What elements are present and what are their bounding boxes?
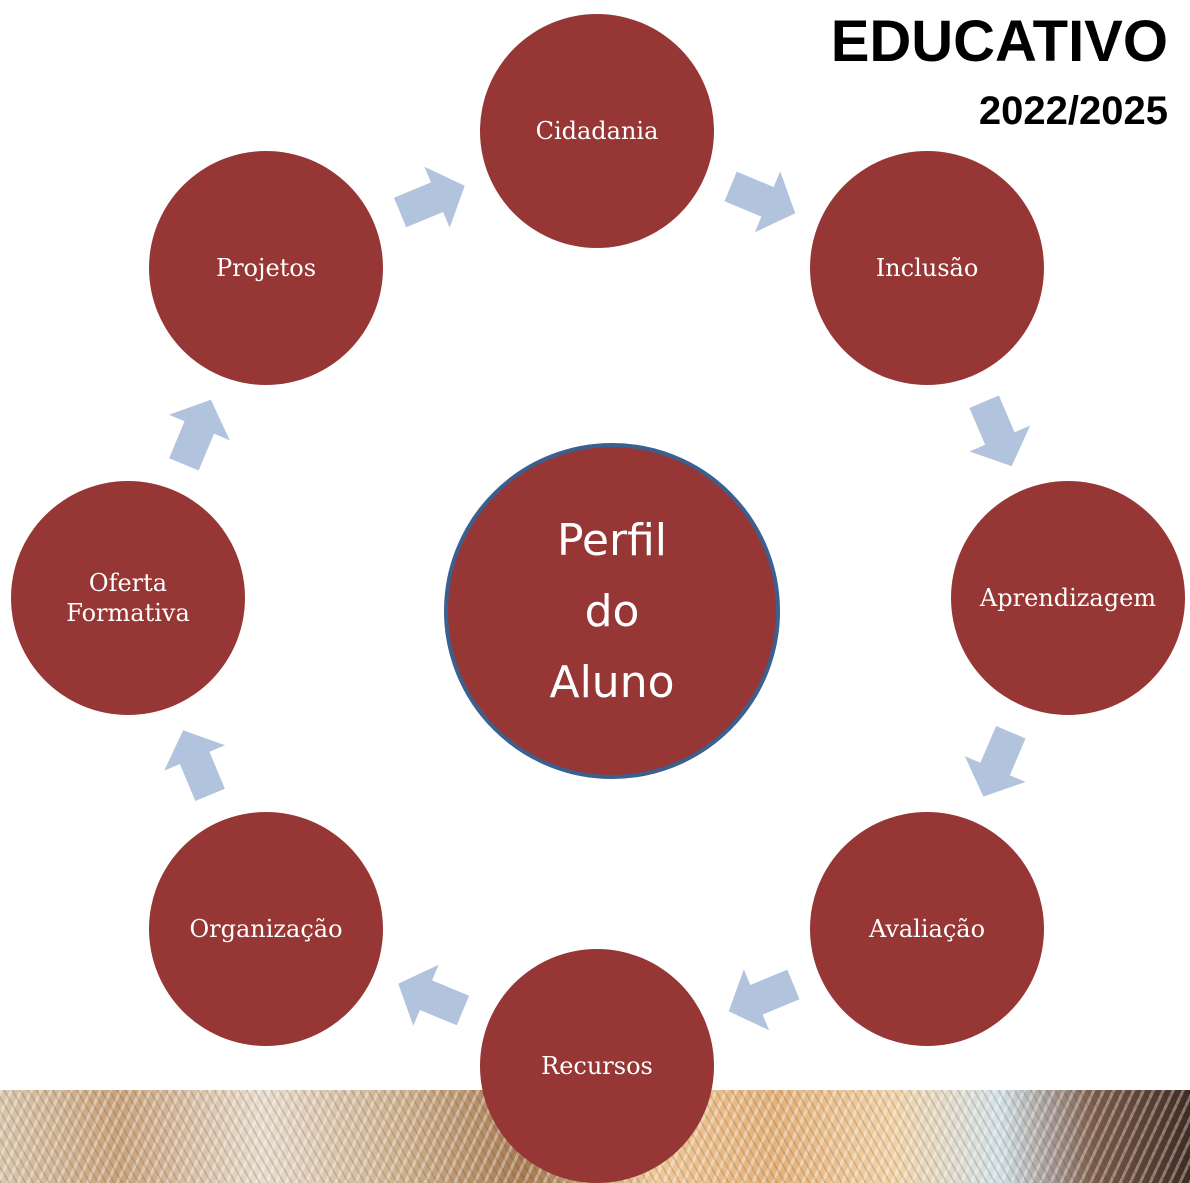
node-label-line: Formativa [66, 599, 190, 627]
flow-arrow-icon [969, 395, 1031, 467]
center-label-line: Aluno [549, 657, 674, 708]
node-label-line: Recursos [541, 1052, 653, 1080]
node-circle [11, 481, 245, 715]
node-circle [480, 14, 714, 248]
node-label-line: Oferta [89, 569, 167, 597]
node-inclusao: Inclusão [810, 151, 1044, 385]
flow-arrow-icon [168, 399, 230, 471]
node-label: Recursos [541, 1052, 653, 1080]
node-projetos: Projetos [149, 151, 383, 385]
center-label-line: Perfil [557, 515, 667, 566]
node-circle [149, 151, 383, 385]
node-avaliacao: Avaliação [810, 812, 1044, 1046]
node-aprendizagem: Aprendizagem [951, 481, 1185, 715]
node-circle [951, 481, 1185, 715]
flow-arrow-icon [398, 964, 470, 1026]
node-label-line: Aprendizagem [979, 584, 1156, 612]
node-label: Inclusão [876, 254, 979, 282]
flow-arrow-icon [393, 166, 465, 228]
node-label-line: Avaliação [868, 915, 985, 943]
page-title: EDUCATIVO [830, 9, 1168, 74]
center-label-line: do [585, 586, 640, 637]
flow-arrow-icon [164, 730, 226, 802]
node-label: Organização [189, 915, 342, 943]
node-circle [149, 812, 383, 1046]
node-label: Avaliação [868, 915, 985, 943]
nodes-layer: CidadaniaInclusãoAprendizagemAvaliaçãoRe… [11, 14, 1185, 1183]
node-label: Projetos [216, 254, 316, 282]
node-circle [810, 812, 1044, 1046]
node-recursos: Recursos [480, 949, 714, 1183]
arrows-layer [164, 166, 1031, 1031]
node-label-line: Inclusão [876, 254, 979, 282]
node-label-line: Organização [189, 915, 342, 943]
center-circle [444, 443, 780, 779]
node-label-line: Cidadania [536, 117, 659, 145]
node-label: Cidadania [536, 117, 659, 145]
node-circle [480, 949, 714, 1183]
flow-arrow-icon [964, 725, 1026, 797]
page-years: 2022/2025 [978, 89, 1168, 133]
node-label-line: Projetos [216, 254, 316, 282]
node-label: Aprendizagem [979, 584, 1156, 612]
flow-arrow-icon [724, 171, 796, 233]
flow-arrow-icon [728, 969, 800, 1031]
node-organizacao: Organização [149, 812, 383, 1046]
node-circle [810, 151, 1044, 385]
node-cidadania: Cidadania [480, 14, 714, 248]
